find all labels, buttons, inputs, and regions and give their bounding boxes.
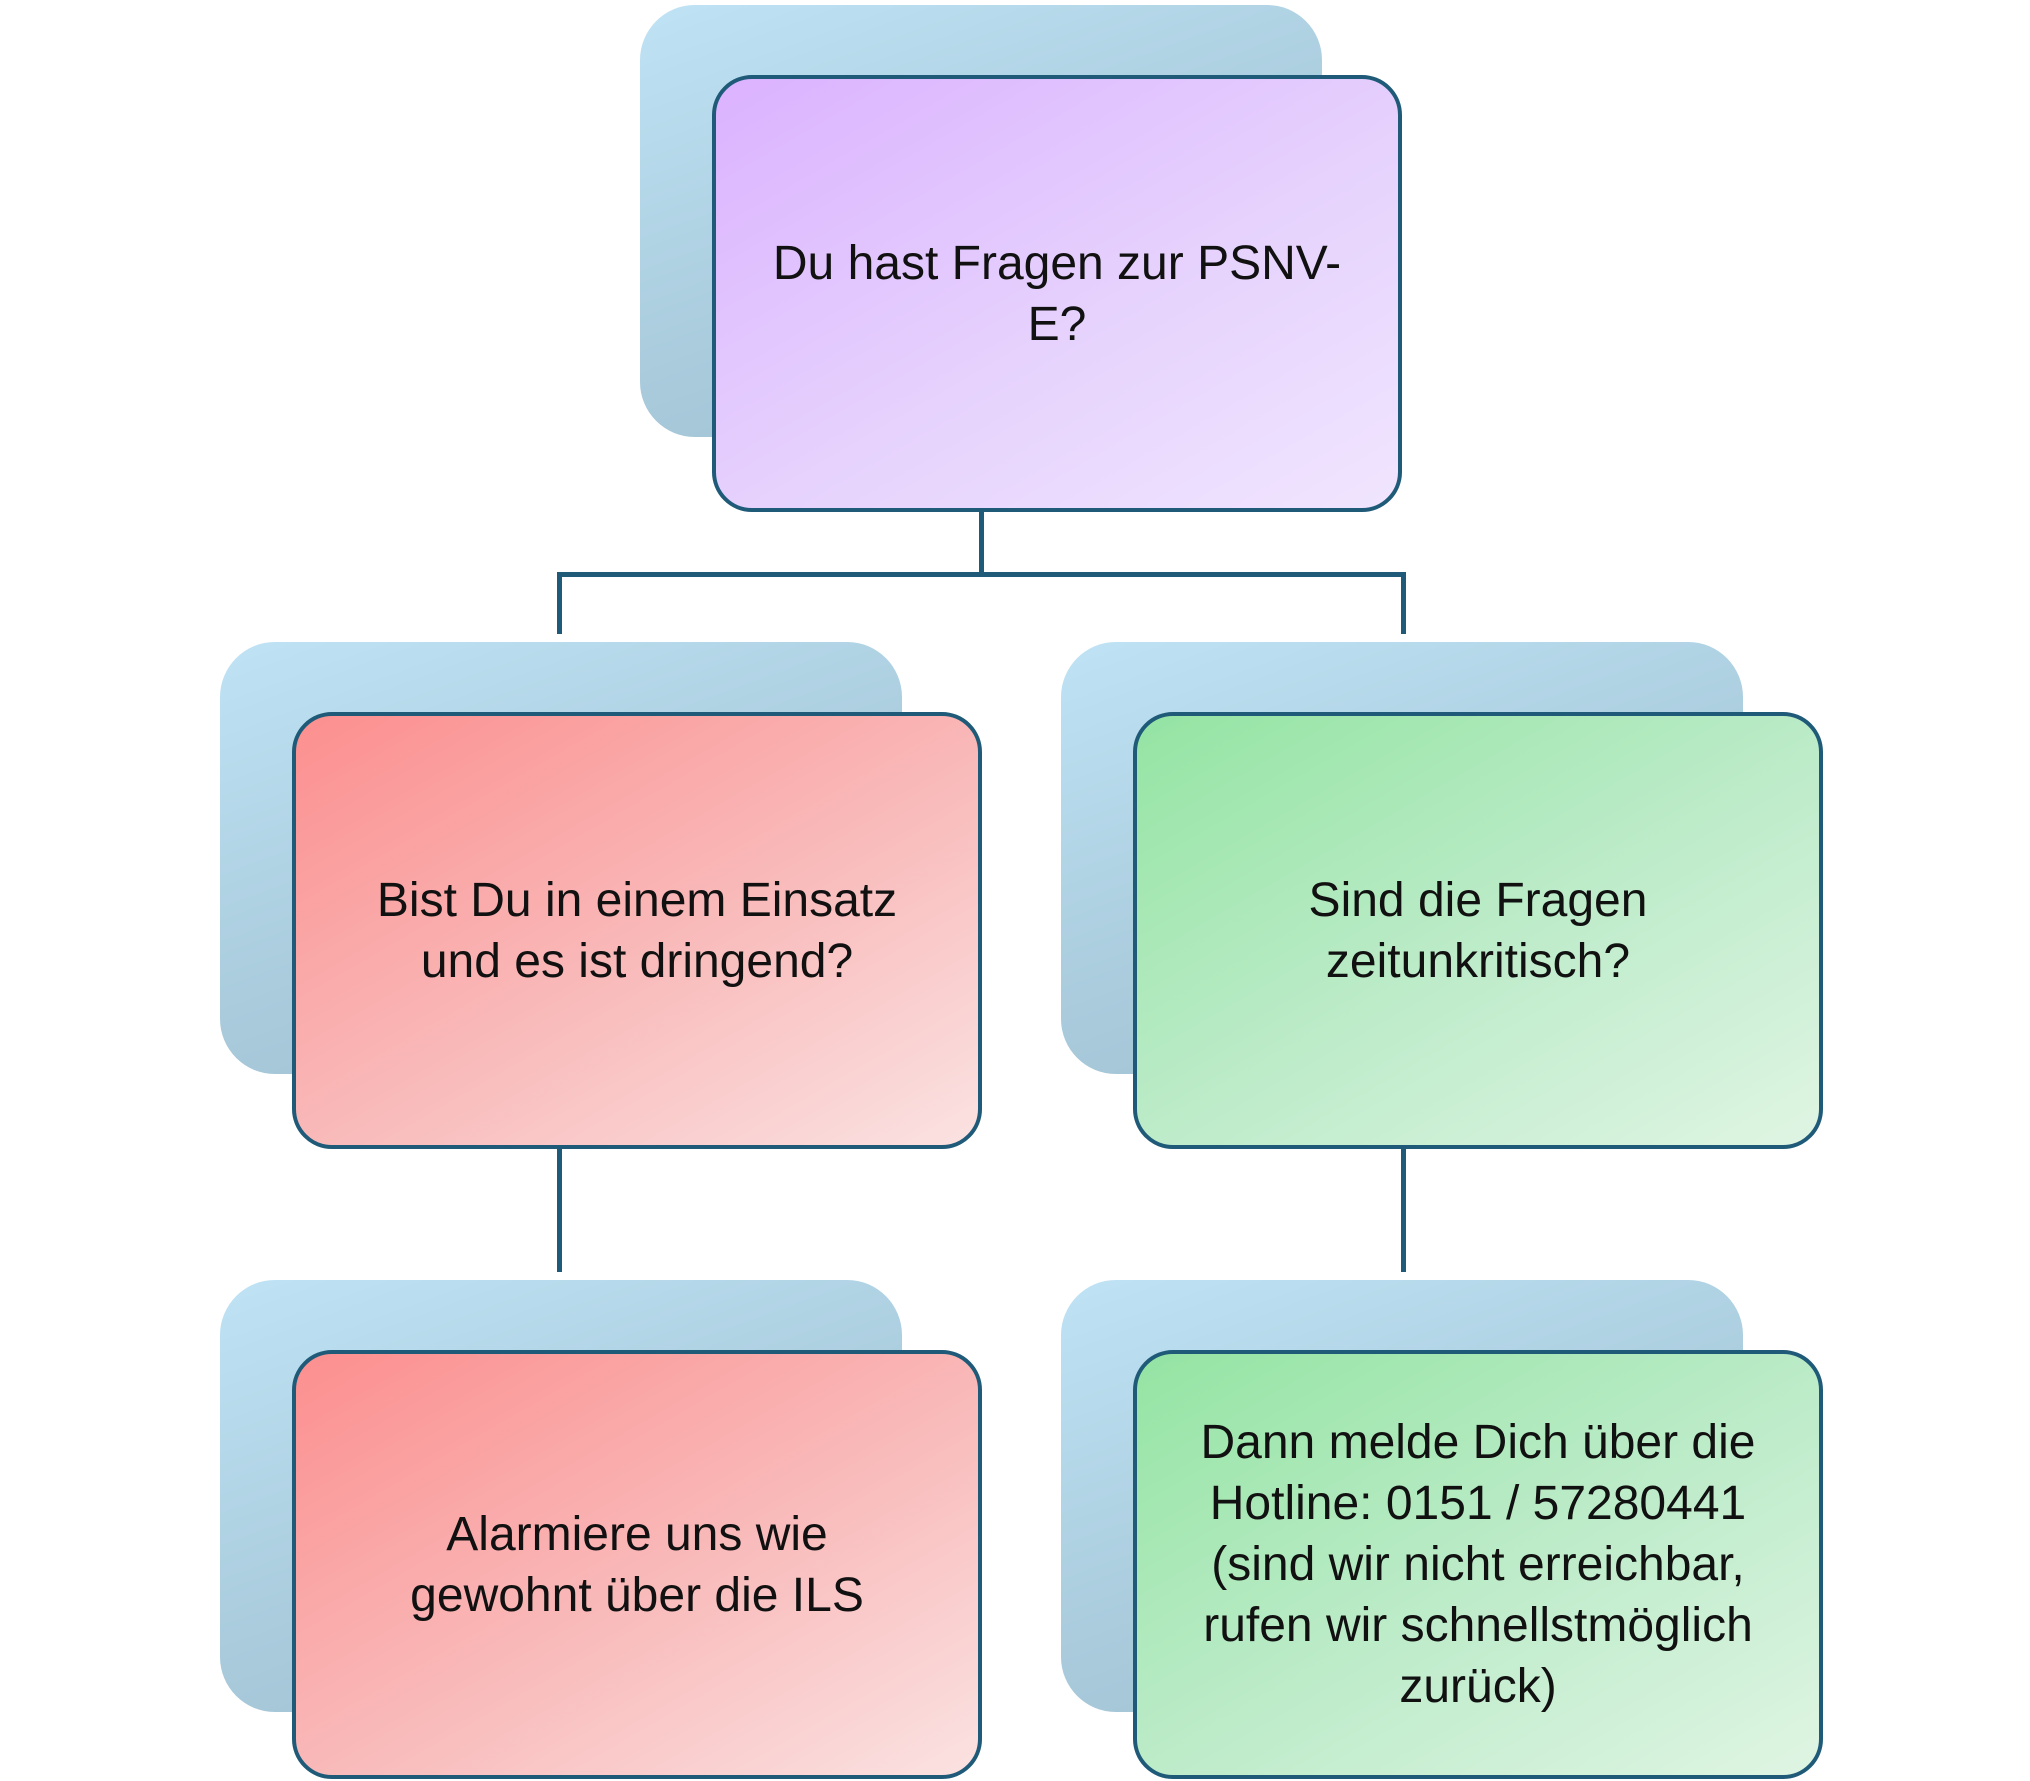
connector-root-down [979, 510, 984, 574]
root-node: Du hast Fragen zur PSNV- E? [712, 75, 1402, 512]
connector-left-down [557, 572, 562, 634]
right-question-node: Sind die Fragen zeitunkritisch? [1133, 712, 1823, 1149]
connector-horizontal [557, 572, 1406, 577]
connector-right-question-to-answer [1401, 1148, 1406, 1272]
connector-left-question-to-answer [557, 1148, 562, 1272]
right-answer-text: Dann melde Dich über die Hotline: 0151 /… [1200, 1416, 1756, 1713]
left-question-text: Bist Du in einem Einsatz und es ist drin… [376, 873, 898, 988]
right-question-text: Sind die Fragen zeitunkritisch? [1308, 873, 1648, 988]
left-answer-text: Alarmiere uns wie gewohnt über die ILS [410, 1507, 864, 1622]
right-answer-node: Dann melde Dich über die Hotline: 0151 /… [1133, 1350, 1823, 1779]
left-answer-node: Alarmiere uns wie gewohnt über die ILS [292, 1350, 982, 1779]
connector-right-down [1401, 572, 1406, 634]
root-node-text: Du hast Fragen zur PSNV- E? [772, 236, 1342, 351]
left-question-node: Bist Du in einem Einsatz und es ist drin… [292, 712, 982, 1149]
